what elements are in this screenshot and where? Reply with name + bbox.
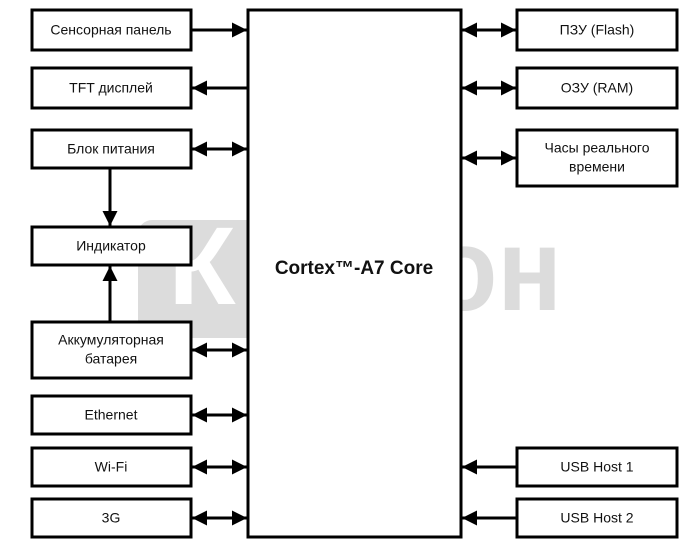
3g-label: 3G [102, 510, 121, 526]
block-flash: ПЗУ (Flash) [515, 8, 679, 52]
rtc-label-line2: времени [569, 159, 625, 175]
block-tft-display: TFT дисплей [30, 66, 193, 110]
block-rtc: Часы реального времени [515, 128, 679, 188]
flash-label: ПЗУ (Flash) [560, 22, 635, 38]
block-usb-host-1: USB Host 1 [515, 446, 679, 488]
connectors [102, 22, 517, 526]
ram-label: ОЗУ (RAM) [561, 80, 633, 96]
ethernet-label: Ethernet [85, 407, 138, 423]
core-label: Cortex™-A7 Core [275, 258, 433, 279]
power-unit-label: Блок питания [67, 141, 155, 157]
battery-label-line2: батарея [85, 351, 137, 367]
block-ram: ОЗУ (RAM) [515, 66, 679, 110]
usb-host-2-label: USB Host 2 [560, 510, 633, 526]
block-ethernet: Ethernet [30, 394, 193, 436]
usb-host-1-label: USB Host 1 [560, 459, 633, 475]
block-touch-panel: Сенсорная панель [30, 8, 193, 52]
block-power-unit: Блок питания [30, 128, 193, 170]
block-battery: Аккумуляторная батарея [30, 320, 193, 380]
block-usb-host-2: USB Host 2 [515, 497, 679, 539]
cortex-a7-core-block [246, 8, 463, 539]
battery-label-line1: Аккумуляторная [58, 332, 164, 348]
wifi-label: Wi-Fi [95, 459, 128, 475]
block-wifi: Wi-Fi [30, 446, 193, 488]
touch-panel-label: Сенсорная панель [50, 22, 171, 38]
indicator-label: Индикатор [76, 238, 146, 254]
tft-display-label: TFT дисплей [69, 80, 153, 96]
rtc-label-line1: Часы реального [545, 140, 650, 156]
block-3g: 3G [30, 497, 193, 539]
block-indicator: Индикатор [30, 225, 193, 267]
